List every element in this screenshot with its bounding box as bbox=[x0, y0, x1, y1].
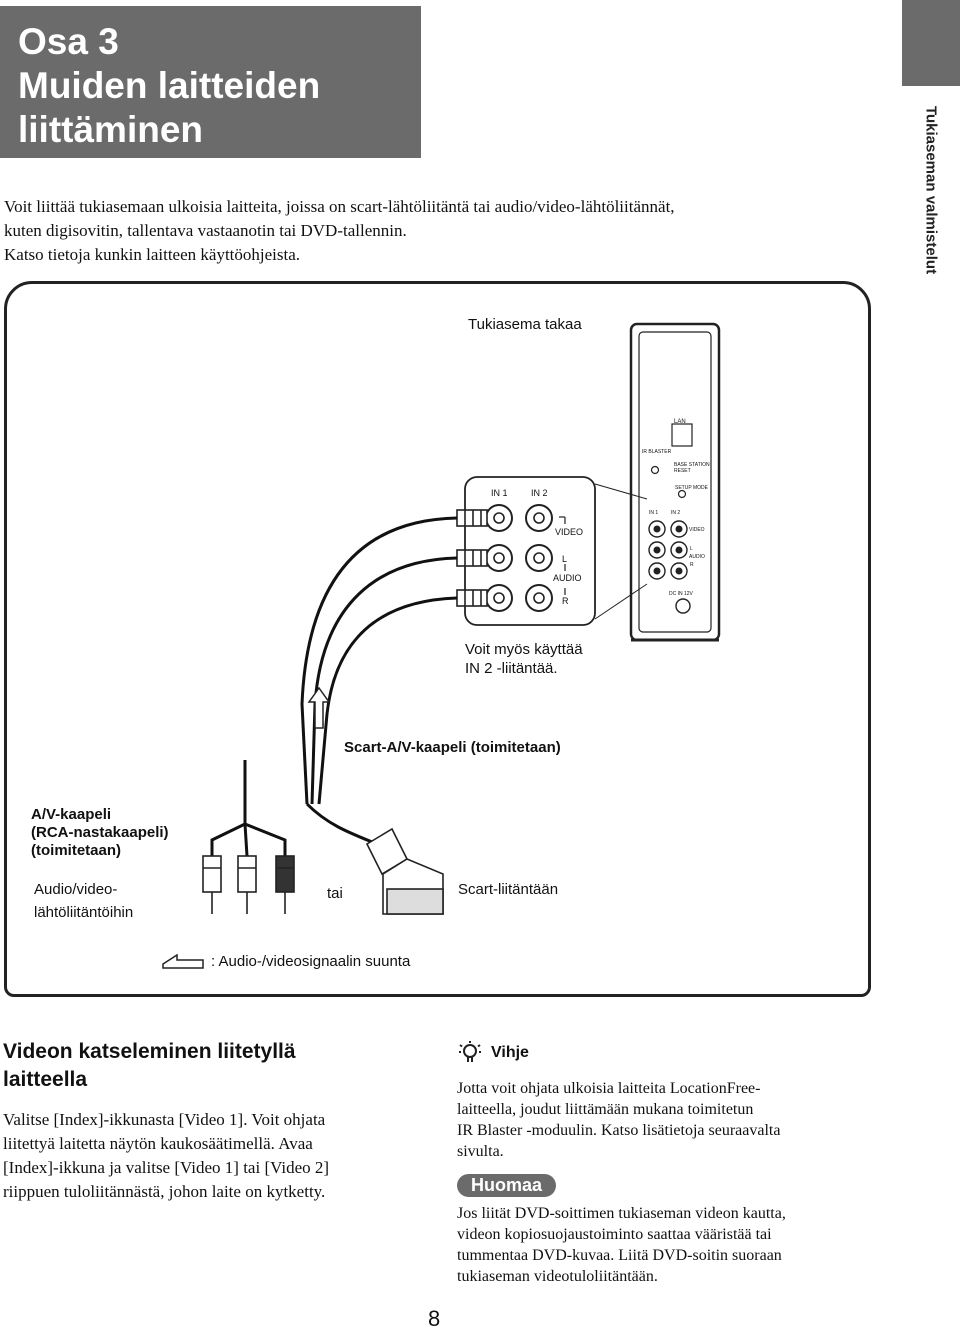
watching-video-section: Videon katseleminen liitetyllä laitteell… bbox=[3, 1038, 423, 1204]
title-line-3: liittäminen bbox=[18, 109, 204, 150]
av-cables bbox=[210, 516, 458, 857]
tip-body: Jotta voit ohjata ulkoisia laitteita Loc… bbox=[457, 1078, 857, 1162]
tip-line-2: laitteella, joudut liittämään mukana toi… bbox=[457, 1101, 754, 1118]
tip-box: Vihje Jotta voit ohjata ulkoisia laittei… bbox=[457, 1040, 857, 1287]
jack-r-label: R bbox=[562, 596, 569, 606]
panel-reset-label-1: BASE STATION bbox=[674, 462, 710, 468]
section-heading-line-2: laitteella bbox=[3, 1068, 88, 1091]
signal-arrow bbox=[307, 686, 331, 729]
av-cable-label-1: A/V-kaapeli bbox=[31, 806, 112, 823]
jack-panel-enlarged bbox=[464, 476, 648, 626]
section-body-line-3: [Index]-ikkuna ja valitse [Video 1] tai … bbox=[3, 1158, 330, 1177]
jack-video-label: VIDEO bbox=[555, 527, 584, 537]
av-output-label-1: Audio/video- bbox=[34, 881, 118, 898]
section-body-line-1: Valitse [Index]-ikkunasta [Video 1]. Voi… bbox=[3, 1110, 326, 1129]
section-heading-line-1: Videon katseleminen liitetyllä bbox=[3, 1040, 296, 1063]
jack-l-label: L bbox=[562, 554, 568, 564]
note-line-2: videon kopiosuojaustoiminto saattaa väär… bbox=[457, 1226, 772, 1243]
in2-note-line-2: IN 2 -liitäntää. bbox=[465, 660, 558, 677]
title-line-2: Muiden laitteiden bbox=[18, 65, 321, 106]
base-station-rear bbox=[629, 322, 721, 642]
av-cable-label-2: (RCA-nastakaapeli) bbox=[31, 824, 169, 841]
section-heading: Videon katseleminen liitetyllä laitteell… bbox=[3, 1038, 423, 1094]
legend-arrow bbox=[162, 953, 204, 969]
panel-lan-label: LAN bbox=[674, 419, 686, 425]
base-rear-label: Tukiasema takaa bbox=[468, 316, 582, 333]
section-tab bbox=[902, 0, 960, 86]
panel-ir-label: IR BLASTER bbox=[642, 449, 672, 455]
in2-note-line-1: Voit myös käyttää bbox=[465, 641, 583, 658]
legend-label: : Audio-/videosignaalin suunta bbox=[211, 953, 411, 970]
section-body: Valitse [Index]-ikkunasta [Video 1]. Voi… bbox=[3, 1108, 423, 1204]
tip-line-1: Jotta voit ohjata ulkoisia laitteita Loc… bbox=[457, 1080, 761, 1097]
tip-header: Vihje bbox=[457, 1040, 857, 1066]
av-cable-label-3: (toimitetaan) bbox=[31, 842, 121, 859]
panel-video-label: VIDEO bbox=[689, 527, 705, 533]
note-line-1: Jos liität DVD-soittimen tukiaseman vide… bbox=[457, 1205, 786, 1222]
tip-line-3: IR Blaster -moduulin. Katso lisätietoja … bbox=[457, 1122, 781, 1139]
panel-r-label: R bbox=[690, 562, 694, 568]
section-body-line-4: riippuen tuloliitännästä, johon laite on… bbox=[3, 1182, 326, 1201]
connection-diagram: Tukiasema takaa IN 1 IN 2 VIDEO L AUDIO … bbox=[4, 281, 871, 997]
panel-dc-label: DC IN 12V bbox=[669, 591, 693, 597]
lightbulb-icon bbox=[459, 1041, 481, 1062]
title-line-1: Osa 3 bbox=[18, 21, 119, 62]
scart-plug bbox=[365, 827, 444, 915]
panel-in1-label: IN 1 bbox=[649, 510, 659, 516]
diagram-drawing bbox=[162, 322, 721, 969]
rca-plug-ends bbox=[202, 855, 295, 914]
chapter-title: Osa 3 Muiden laitteiden liittäminen bbox=[0, 6, 421, 152]
note-line-4: tukiaseman videotuloliitäntään. bbox=[457, 1268, 658, 1285]
av-output-label-2: lähtöliitäntöihin bbox=[34, 904, 134, 921]
jack-in2-label: IN 2 bbox=[531, 488, 548, 498]
tip-line-4: sivulta. bbox=[457, 1143, 504, 1160]
rca-plugs-connected bbox=[456, 509, 488, 607]
scart-jack-label: Scart-liitäntään bbox=[458, 881, 559, 898]
section-body-line-2: liitettyä laitetta näytön kaukosäätimell… bbox=[3, 1134, 313, 1153]
panel-in2-label: IN 2 bbox=[671, 510, 681, 516]
chapter-title-block: Osa 3 Muiden laitteiden liittäminen bbox=[0, 6, 421, 158]
jack-audio-label: AUDIO bbox=[553, 573, 582, 583]
intro-line-1: Voit liittää tukiasemaan ulkoisia laitte… bbox=[4, 197, 675, 216]
intro-line-3: Katso tietoja kunkin laitteen käyttöohje… bbox=[4, 245, 301, 264]
panel-setup-label: SETUP MODE bbox=[675, 485, 708, 491]
panel-audio-label: AUDIO bbox=[689, 554, 705, 560]
jack-in1-label: IN 1 bbox=[491, 488, 508, 498]
section-side-label: Tukiaseman valmistelut bbox=[922, 105, 940, 275]
note-badge: Huomaa bbox=[457, 1174, 557, 1197]
note-body: Jos liität DVD-soittimen tukiaseman vide… bbox=[457, 1203, 857, 1287]
intro-line-2: kuten digisovitin, tallentava vastaanoti… bbox=[4, 221, 407, 240]
page-number: 8 bbox=[428, 1306, 441, 1331]
scart-cable-label: Scart-A/V-kaapeli (toimitetaan) bbox=[344, 739, 561, 756]
panel-l-label: L bbox=[690, 546, 693, 552]
intro-text: Voit liittää tukiasemaan ulkoisia laitte… bbox=[4, 195, 854, 267]
or-label: tai bbox=[327, 885, 343, 902]
note-line-3: tummentaa DVD-kuvaa. Liitä DVD-soitin su… bbox=[457, 1247, 782, 1264]
tip-title: Vihje bbox=[491, 1044, 529, 1061]
panel-reset-label-2: RESET bbox=[674, 468, 691, 474]
